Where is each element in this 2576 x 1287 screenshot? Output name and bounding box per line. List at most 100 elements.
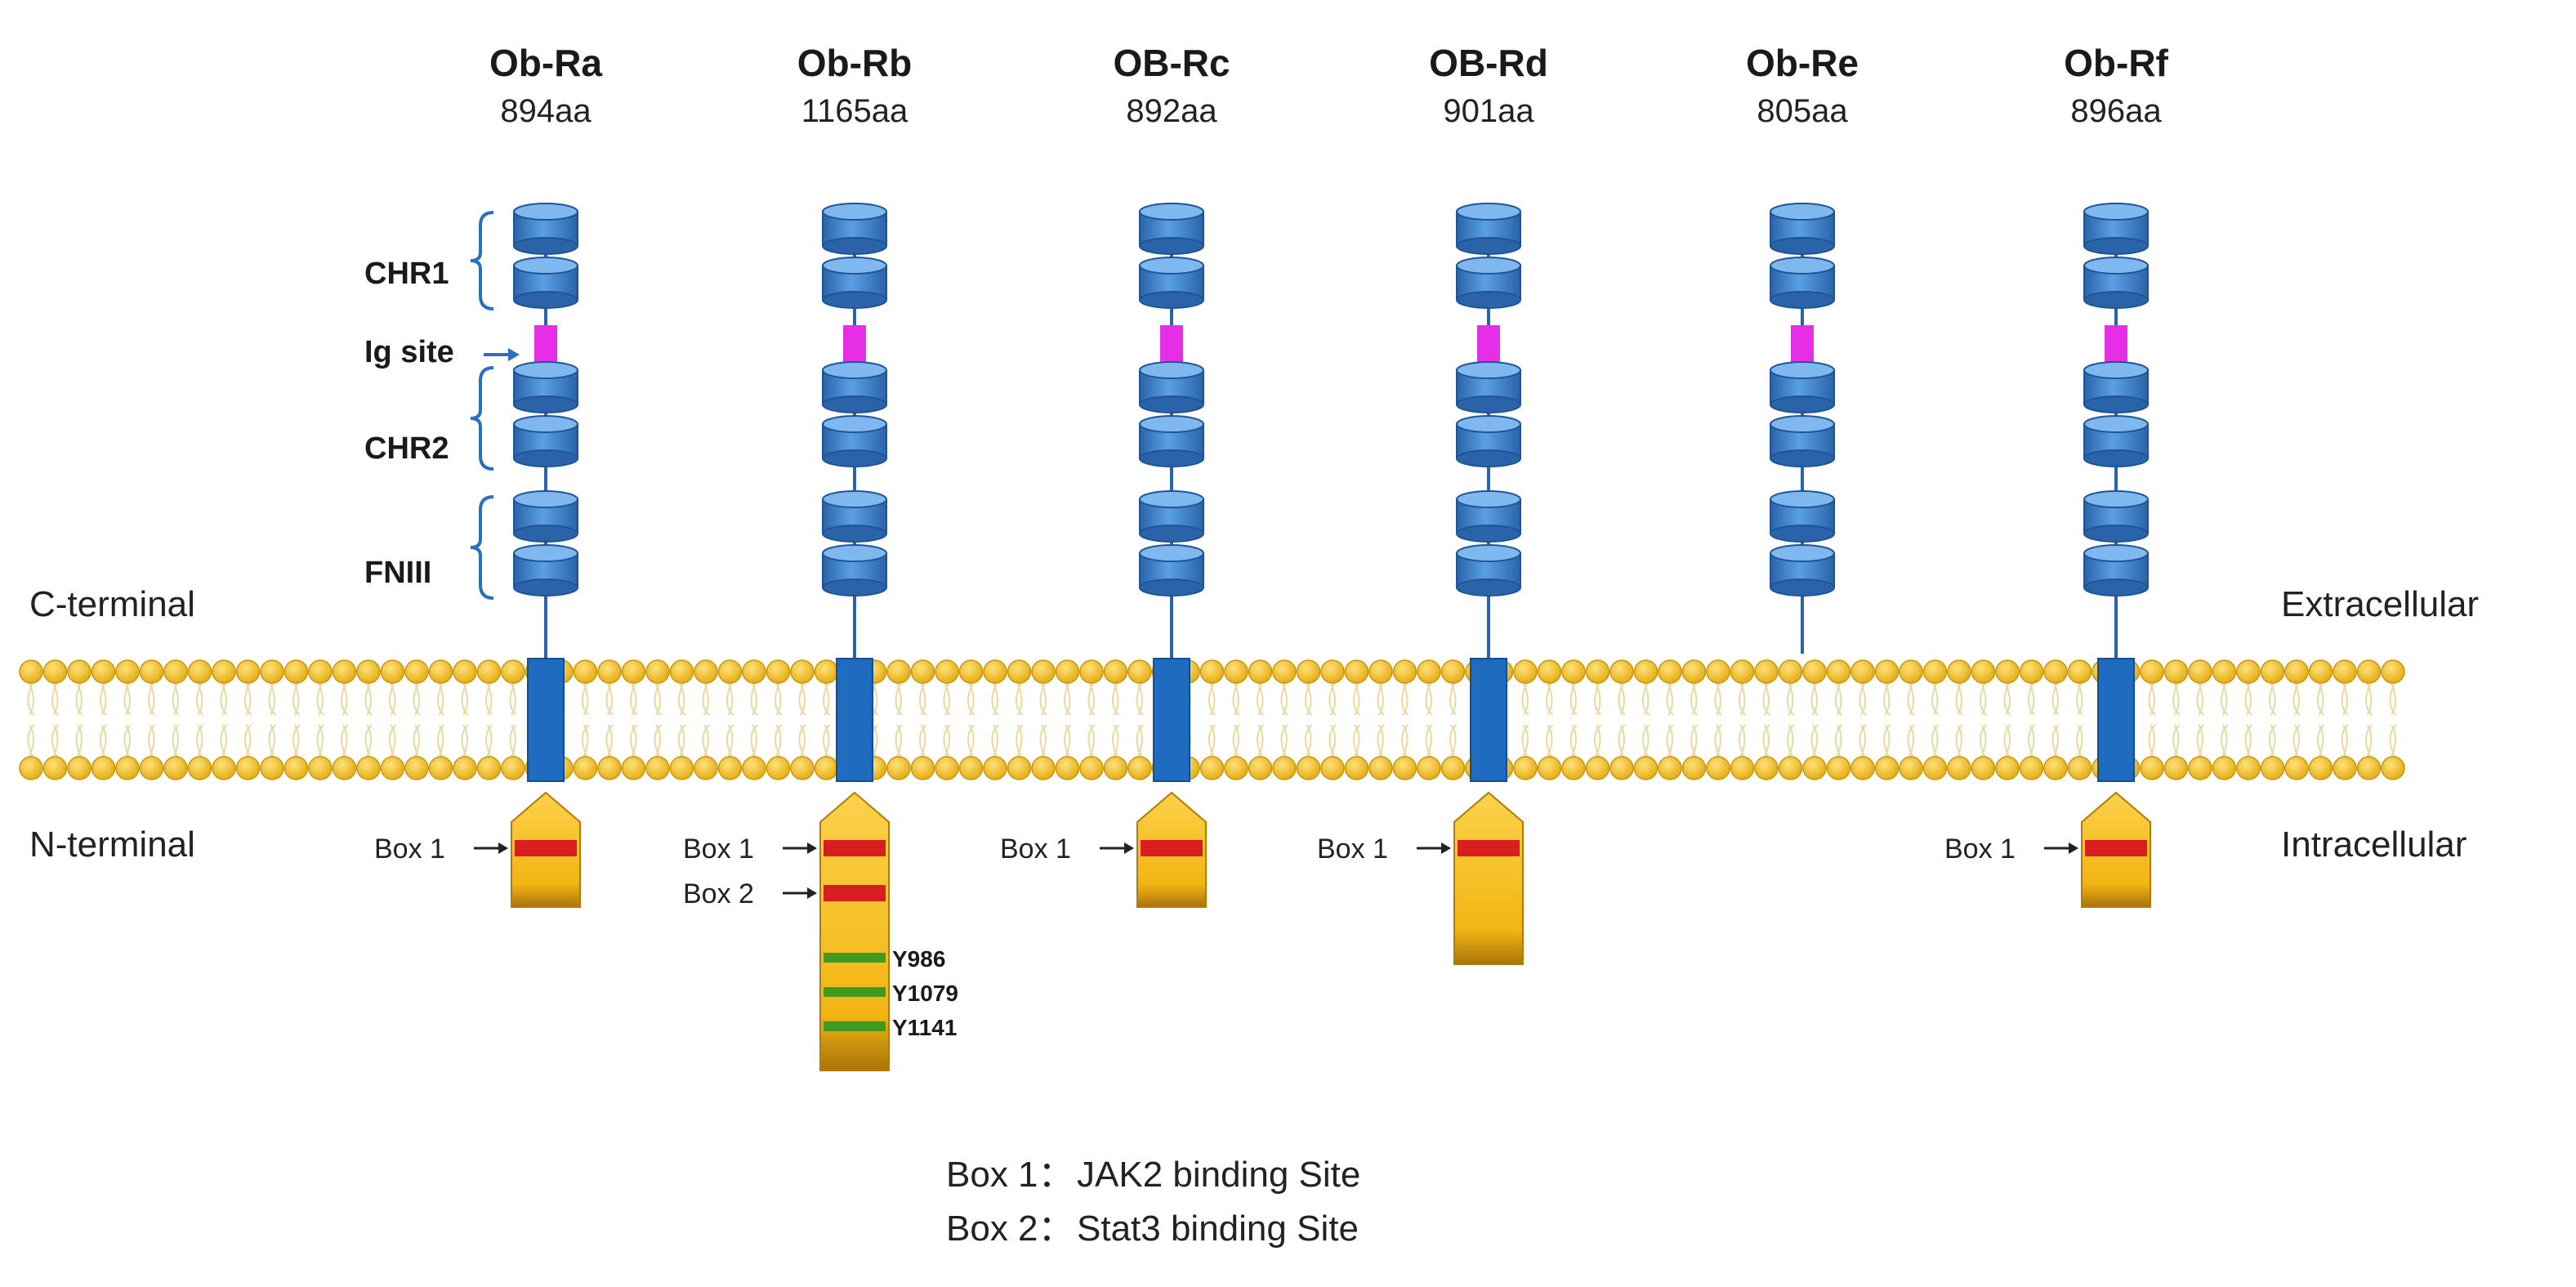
extracellular-domain xyxy=(1139,203,1204,255)
extracellular-domain xyxy=(2083,415,2149,467)
box-label: Box 1 xyxy=(1000,833,1071,865)
intracellular-tail xyxy=(2044,791,2151,908)
domain-top xyxy=(513,415,578,433)
lipid-head-inner xyxy=(2356,756,2382,780)
lipid-head-inner xyxy=(717,756,743,780)
lipid-head-outer xyxy=(1874,659,1900,684)
extracellular-domain xyxy=(2083,490,2149,543)
lipid-head-inner xyxy=(1007,756,1032,780)
lipid-head-outer xyxy=(1417,659,1441,684)
lipid-head-inner xyxy=(2260,756,2285,780)
lipid-head-inner xyxy=(573,756,598,780)
domain-top xyxy=(822,544,887,562)
domain-bottom xyxy=(1770,291,1835,309)
domain-bottom xyxy=(1139,449,1204,467)
extracellular-domain xyxy=(2083,203,2149,255)
lipid-head-outer xyxy=(1055,659,1080,684)
lipid-head-inner xyxy=(187,756,212,780)
lipid-head-inner xyxy=(2163,756,2189,780)
transmembrane-segment xyxy=(527,658,565,782)
lipid-head-outer xyxy=(1778,659,1803,684)
lipid-head-outer xyxy=(356,659,381,684)
domain-top xyxy=(2083,490,2149,508)
lipid-head-inner xyxy=(1344,756,1369,780)
domain-top xyxy=(1456,544,1521,562)
lipid-head-outer xyxy=(766,659,791,684)
lipid-head-outer xyxy=(1007,659,1032,684)
lipid-head-outer xyxy=(2381,659,2405,684)
lipid-head-outer xyxy=(645,659,670,684)
lipid-head-inner xyxy=(669,756,694,780)
lipid-head-inner xyxy=(332,756,357,780)
tyrosine-band xyxy=(824,953,886,963)
tail-body xyxy=(1453,791,1524,965)
lipid-head-outer xyxy=(212,659,236,684)
lipid-head-outer xyxy=(935,659,959,684)
domain-bottom xyxy=(2083,291,2149,309)
domain-bottom xyxy=(1770,395,1835,413)
tyrosine-band xyxy=(824,1021,886,1031)
lipid-head-inner xyxy=(260,756,284,780)
lipid-head-outer xyxy=(139,659,164,684)
lipid-head-inner xyxy=(67,756,92,780)
domain-bottom xyxy=(1456,395,1521,413)
lipid-head-inner xyxy=(1127,756,1152,780)
n-terminal-label: N-terminal xyxy=(29,824,195,865)
lipid-head-outer xyxy=(1392,659,1417,684)
chr1-bracket xyxy=(470,211,494,311)
intracellular-tail xyxy=(474,791,581,908)
intracellular-tail xyxy=(1100,791,1207,908)
extracellular-domain xyxy=(2083,361,2149,413)
lipid-head-outer xyxy=(332,659,357,684)
lipid-head-inner xyxy=(1754,756,1779,780)
lipid-head-inner xyxy=(1802,756,1827,780)
lipid-head-inner xyxy=(790,756,815,780)
intracellular-tail xyxy=(783,791,890,1071)
lipid-head-outer xyxy=(428,659,453,684)
lipid-head-inner xyxy=(501,756,525,780)
lipid-head-outer xyxy=(1344,659,1369,684)
domain-bottom xyxy=(513,579,578,597)
domain-bottom xyxy=(513,291,578,309)
receptor-group xyxy=(474,203,2151,1071)
lipid-head-outer xyxy=(1537,659,1562,684)
extracellular-domain xyxy=(1139,415,1204,467)
lipid-head-inner xyxy=(1851,756,1875,780)
lipid-head-outer xyxy=(1103,659,1128,684)
extracellular-domain xyxy=(1770,203,1835,255)
lipid-head-inner xyxy=(1730,756,1755,780)
domain-top xyxy=(1139,361,1204,379)
lipid-head-outer xyxy=(1248,659,1273,684)
lipid-head-outer xyxy=(1224,659,1248,684)
domain-top xyxy=(1139,203,1204,221)
isoform-name: Ob-Rb xyxy=(797,42,913,84)
lipid-head-outer xyxy=(1802,659,1827,684)
domain-bottom xyxy=(1770,449,1835,467)
lipid-head-outer xyxy=(1320,659,1345,684)
domain-bottom xyxy=(1139,525,1204,543)
domain-bottom xyxy=(1139,237,1204,255)
extracellular-label: Extracellular xyxy=(2281,584,2480,624)
transmembrane-segment xyxy=(1153,658,1190,782)
chr2-bracket xyxy=(470,366,494,471)
lipid-head-inner xyxy=(1899,756,1923,780)
domain-top xyxy=(1139,415,1204,433)
lipid-head-outer xyxy=(2043,659,2068,684)
lipid-head-inner xyxy=(2043,756,2068,780)
lipid-head-outer xyxy=(2067,659,2092,684)
ig-site-arrowhead xyxy=(508,348,520,361)
extracellular-domain xyxy=(2083,257,2149,309)
domain-bottom xyxy=(1770,237,1835,255)
fniii-label: FNIII xyxy=(364,556,432,590)
lipid-head-inner xyxy=(1199,756,1225,780)
isoform-name: OB-Rc xyxy=(1113,42,1230,84)
lipid-head-outer xyxy=(1199,659,1225,684)
lipid-head-outer xyxy=(283,659,309,684)
domain-top xyxy=(1770,415,1835,433)
box-label: Box 1 xyxy=(683,833,754,865)
lipid-head-outer xyxy=(1947,659,1971,684)
domain-top xyxy=(2083,544,2149,562)
lipid-head-outer xyxy=(2019,659,2044,684)
extracellular-domain xyxy=(1139,544,1204,597)
domain-bottom xyxy=(2083,449,2149,467)
